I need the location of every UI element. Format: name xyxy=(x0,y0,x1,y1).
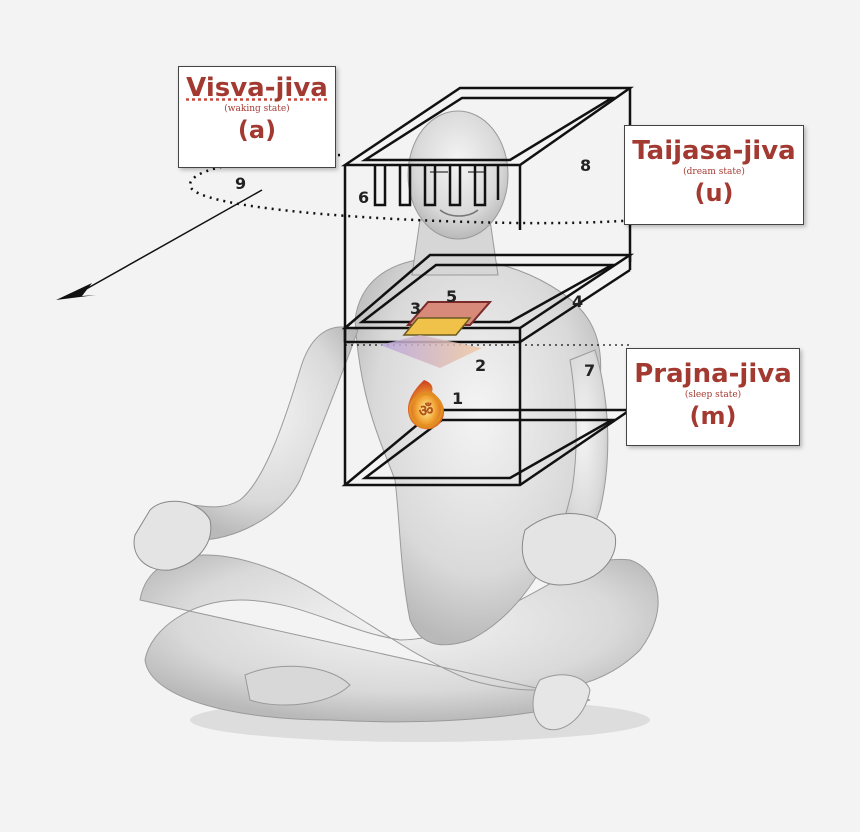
visva-jiva-title: Visva-jiva xyxy=(179,73,335,103)
svg-text:ॐ: ॐ xyxy=(419,401,434,420)
taijasa-jiva-label-box: Taijasa-jiva (dream state) (u) xyxy=(624,125,804,225)
prajna-jiva-title: Prajna-jiva xyxy=(627,359,799,389)
taijasa-jiva-title: Taijasa-jiva xyxy=(625,136,803,166)
num-1: 1 xyxy=(452,389,463,408)
num-8: 8 xyxy=(580,156,591,175)
visva-jiva-label-box: Visva-jiva (waking state) (a) xyxy=(178,66,336,168)
taijasa-jiva-state: (dream state) xyxy=(625,166,803,178)
prajna-jiva-letter: (m) xyxy=(627,401,799,431)
num-5: 5 xyxy=(446,287,457,306)
num-4: 4 xyxy=(572,292,583,311)
num-6: 6 xyxy=(358,188,369,207)
orbit-arrow-icon xyxy=(72,190,262,297)
num-2: 2 xyxy=(475,356,486,375)
taijasa-jiva-letter: (u) xyxy=(625,178,803,208)
prajna-jiva-state: (sleep state) xyxy=(627,389,799,401)
num-7: 7 xyxy=(584,361,595,380)
num-3: 3 xyxy=(410,299,421,318)
visva-jiva-state: (waking state) xyxy=(179,103,335,115)
num-9: 9 xyxy=(235,174,246,193)
meditating-figure xyxy=(134,111,658,742)
visva-jiva-letter: (a) xyxy=(179,115,335,145)
prajna-jiva-label-box: Prajna-jiva (sleep state) (m) xyxy=(626,348,800,446)
